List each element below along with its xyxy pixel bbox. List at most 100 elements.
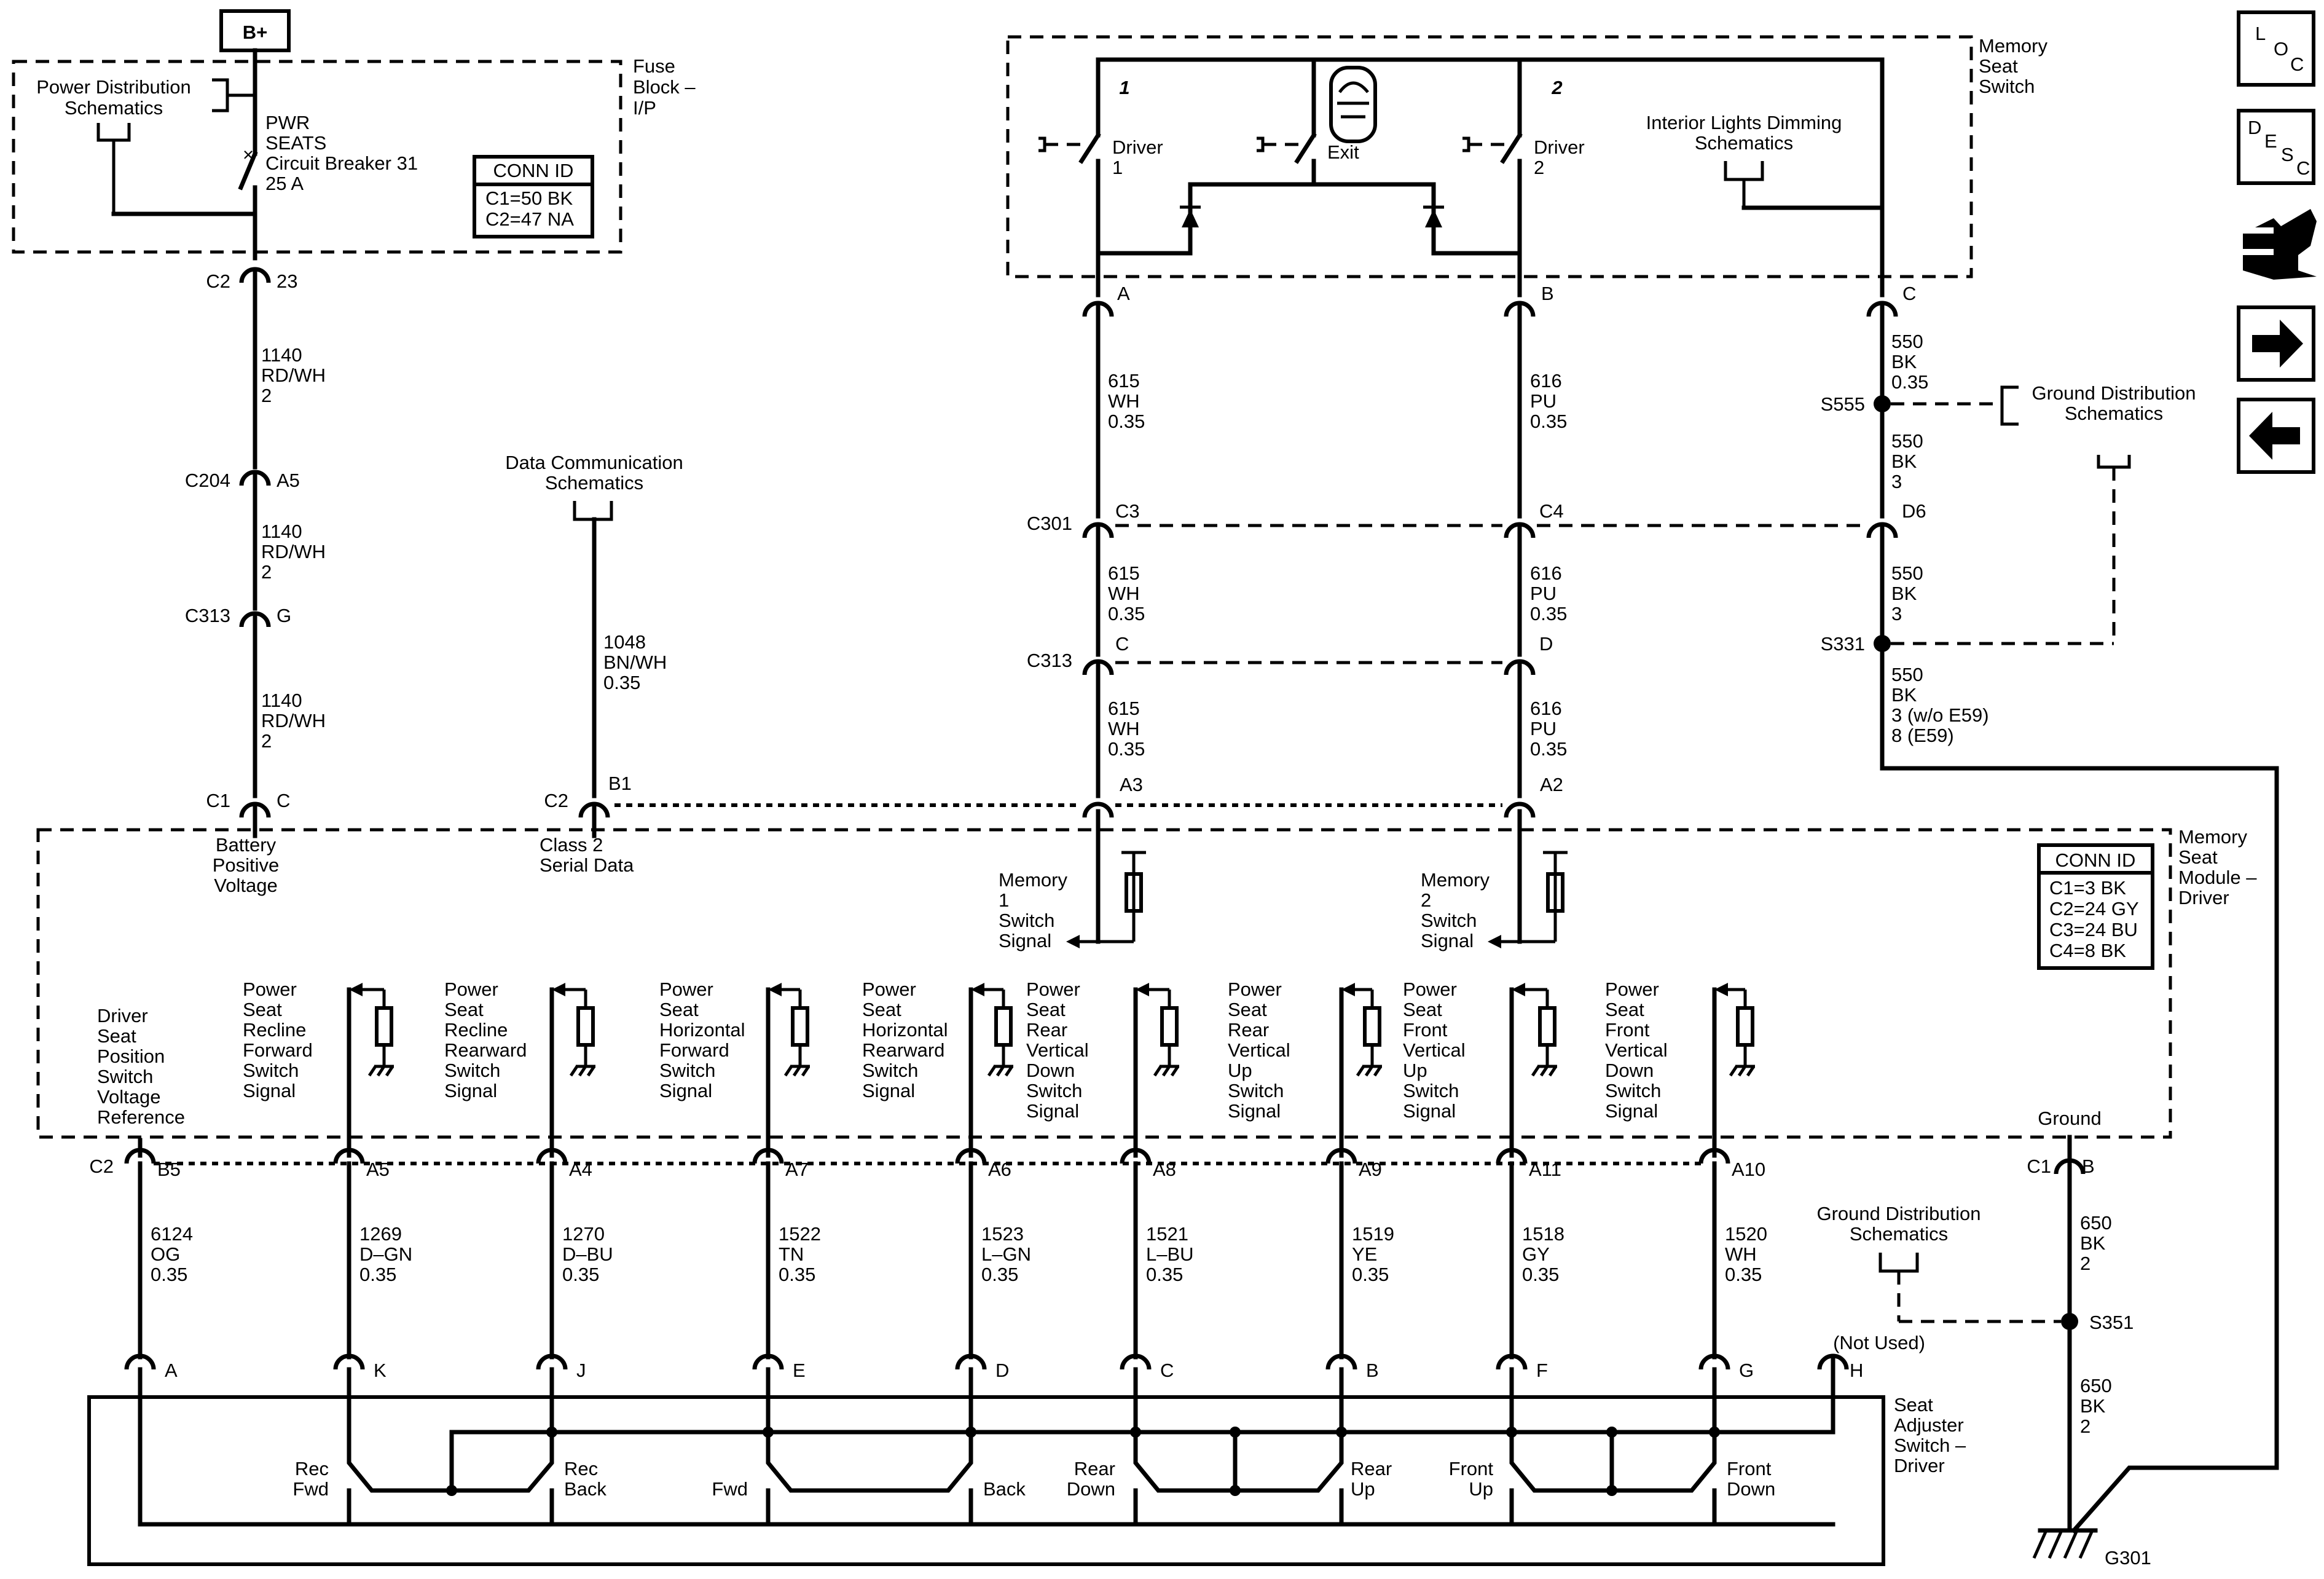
wire-label: 0.35	[151, 1264, 187, 1285]
switch-label: Fwd	[712, 1478, 748, 1500]
conn-pin: B	[2082, 1156, 2095, 1177]
signal-label: Seat	[243, 999, 282, 1020]
data-comm-title-1: Data Communication	[505, 452, 683, 473]
seat-pin: D	[995, 1360, 1009, 1381]
ground-dist-bottom-1: Ground Distribution	[1816, 1203, 1981, 1224]
seat-adjuster-switch: Seat Adjuster Switch – Driver (Not Used)…	[87, 1332, 1966, 1566]
signal-label: Driver	[97, 1005, 148, 1026]
driver1-label: 1	[1112, 157, 1123, 178]
desc-letter: C	[2296, 157, 2310, 179]
not-used-label: (Not Used)	[1833, 1332, 1925, 1353]
loc-icon[interactable]: L O C	[2237, 10, 2315, 87]
signal-label: Horizontal	[862, 1019, 948, 1041]
wire-label: 1140	[261, 690, 302, 711]
wire-label: YE	[1352, 1243, 1377, 1265]
seat-adjuster-title-4: Driver	[1894, 1455, 1945, 1476]
mem1-label: Signal	[999, 930, 1051, 951]
signal-label: Power	[243, 979, 297, 1000]
wire-label: 550	[1891, 562, 1923, 584]
signal-label: Power	[1026, 979, 1080, 1000]
module-title-3: Module –	[2178, 867, 2257, 888]
fuse-block-title-1: Fuse	[633, 55, 675, 77]
wire-label: 3 (w/o E59)	[1891, 704, 1989, 726]
switch-label: Front	[1449, 1458, 1494, 1479]
signal-label: Rearward	[444, 1039, 527, 1061]
mem1-label: 1	[999, 889, 1009, 911]
signal-label: Seat	[97, 1025, 136, 1047]
signal-label: Switch	[862, 1060, 918, 1081]
conn-pin: 23	[277, 270, 297, 292]
conn-pin: C3	[1115, 500, 1140, 522]
conn-id-line: C2=47 NA	[485, 208, 574, 230]
arrow-left-icon[interactable]	[2237, 398, 2315, 474]
wire-label: 616	[1530, 370, 1562, 392]
memory-seat-switch: Memory Seat Switch 1 Driver 1 Exit 2 Dri…	[1006, 35, 2047, 297]
signal-label: Position	[97, 1045, 165, 1067]
wire-label: 550	[1891, 430, 1923, 452]
conn-name: C1	[2027, 1156, 2051, 1177]
switch-label: Rec	[295, 1458, 329, 1479]
signal-label: Switch	[1228, 1080, 1284, 1101]
seat-adjuster-title-2: Adjuster	[1894, 1414, 1964, 1436]
wire-label: 0.35	[1146, 1264, 1183, 1285]
wire-label: 615	[1108, 370, 1140, 392]
signal-label: Switch	[1605, 1080, 1661, 1101]
conn-pin: G	[277, 605, 291, 626]
module-title-1: Memory	[2178, 826, 2247, 848]
signal-channel	[1496, 983, 1558, 1377]
wire-label: 0.35	[1891, 371, 1928, 393]
arrow-right-icon[interactable]	[2237, 305, 2315, 382]
ground-dist-top-1: Ground Distribution	[2032, 382, 2196, 404]
signal-label: Rearward	[862, 1039, 944, 1061]
wire-label: 8 (E59)	[1891, 725, 1954, 746]
wire-label: 2	[261, 561, 272, 583]
switch-pin: C	[1902, 283, 1916, 304]
mem2-label: Switch	[1421, 910, 1477, 931]
conn-pin: C	[1115, 633, 1129, 655]
switch-label: Back	[564, 1478, 607, 1500]
left-power-wire: C2 23 C204 A5 C313 G C1 C 1140 RD/WH 2 1…	[185, 269, 326, 896]
conn-pin: D6	[1902, 500, 1926, 522]
wire-label: 550	[1891, 664, 1923, 685]
signal-label: Signal	[1403, 1100, 1456, 1122]
signal-label: Seat	[659, 999, 699, 1020]
wire-label: PU	[1530, 390, 1557, 412]
splice-s331	[1874, 635, 1891, 652]
wire-label: 1140	[261, 521, 302, 542]
wire-label: WH	[1108, 390, 1140, 412]
wire-label: BK	[1891, 351, 1917, 372]
mem1-label: Memory	[999, 869, 1067, 891]
signal-label: Signal	[659, 1080, 712, 1101]
power-dist-title-2: Schematics	[65, 97, 163, 119]
signal-label: Up	[1403, 1060, 1427, 1081]
signal-channels: DriverSeatPositionSwitchVoltageReference…	[97, 979, 1849, 1381]
signal-label: Forward	[659, 1039, 729, 1061]
wire-label: RD/WH	[261, 541, 326, 562]
wire-label: 0.35	[1530, 738, 1567, 760]
signal-label: Power	[1403, 979, 1457, 1000]
conn-pin: B1	[608, 773, 632, 794]
connector-icon[interactable]	[2242, 209, 2317, 280]
wire-label: D–GN	[359, 1243, 412, 1265]
conn-pin: A5	[277, 470, 300, 491]
module-conn-id-box: CONN ID C1=3 BK C2=24 GY C3=24 BU C4=8 B…	[2037, 843, 2154, 970]
conn-id-line: C2=24 GY	[2049, 898, 2139, 919]
ground-point-label: G301	[2105, 1547, 2151, 1569]
conn-pin: A10	[1732, 1159, 1765, 1180]
signal-label: Rear	[1026, 1019, 1067, 1041]
signal-label: Power	[1228, 979, 1282, 1000]
signal-label: Vertical	[1026, 1039, 1089, 1061]
wire-label: 2	[261, 385, 272, 406]
wire-label: 615	[1108, 698, 1140, 719]
wire-label: 0.35	[1725, 1264, 1762, 1285]
battery-positive-2: Positive	[213, 854, 280, 876]
module-label-class2: Class 2	[540, 834, 603, 856]
splice-label: S555	[1821, 393, 1865, 415]
wire-label: PU	[1530, 583, 1557, 604]
conn-name: C2	[206, 270, 230, 292]
switch-label: Rec	[564, 1458, 598, 1479]
signal-channel	[124, 1138, 156, 1377]
battery-terminal: B+	[219, 9, 291, 52]
splice-s351	[2061, 1313, 2078, 1330]
desc-icon[interactable]: D E S C	[2237, 109, 2315, 185]
